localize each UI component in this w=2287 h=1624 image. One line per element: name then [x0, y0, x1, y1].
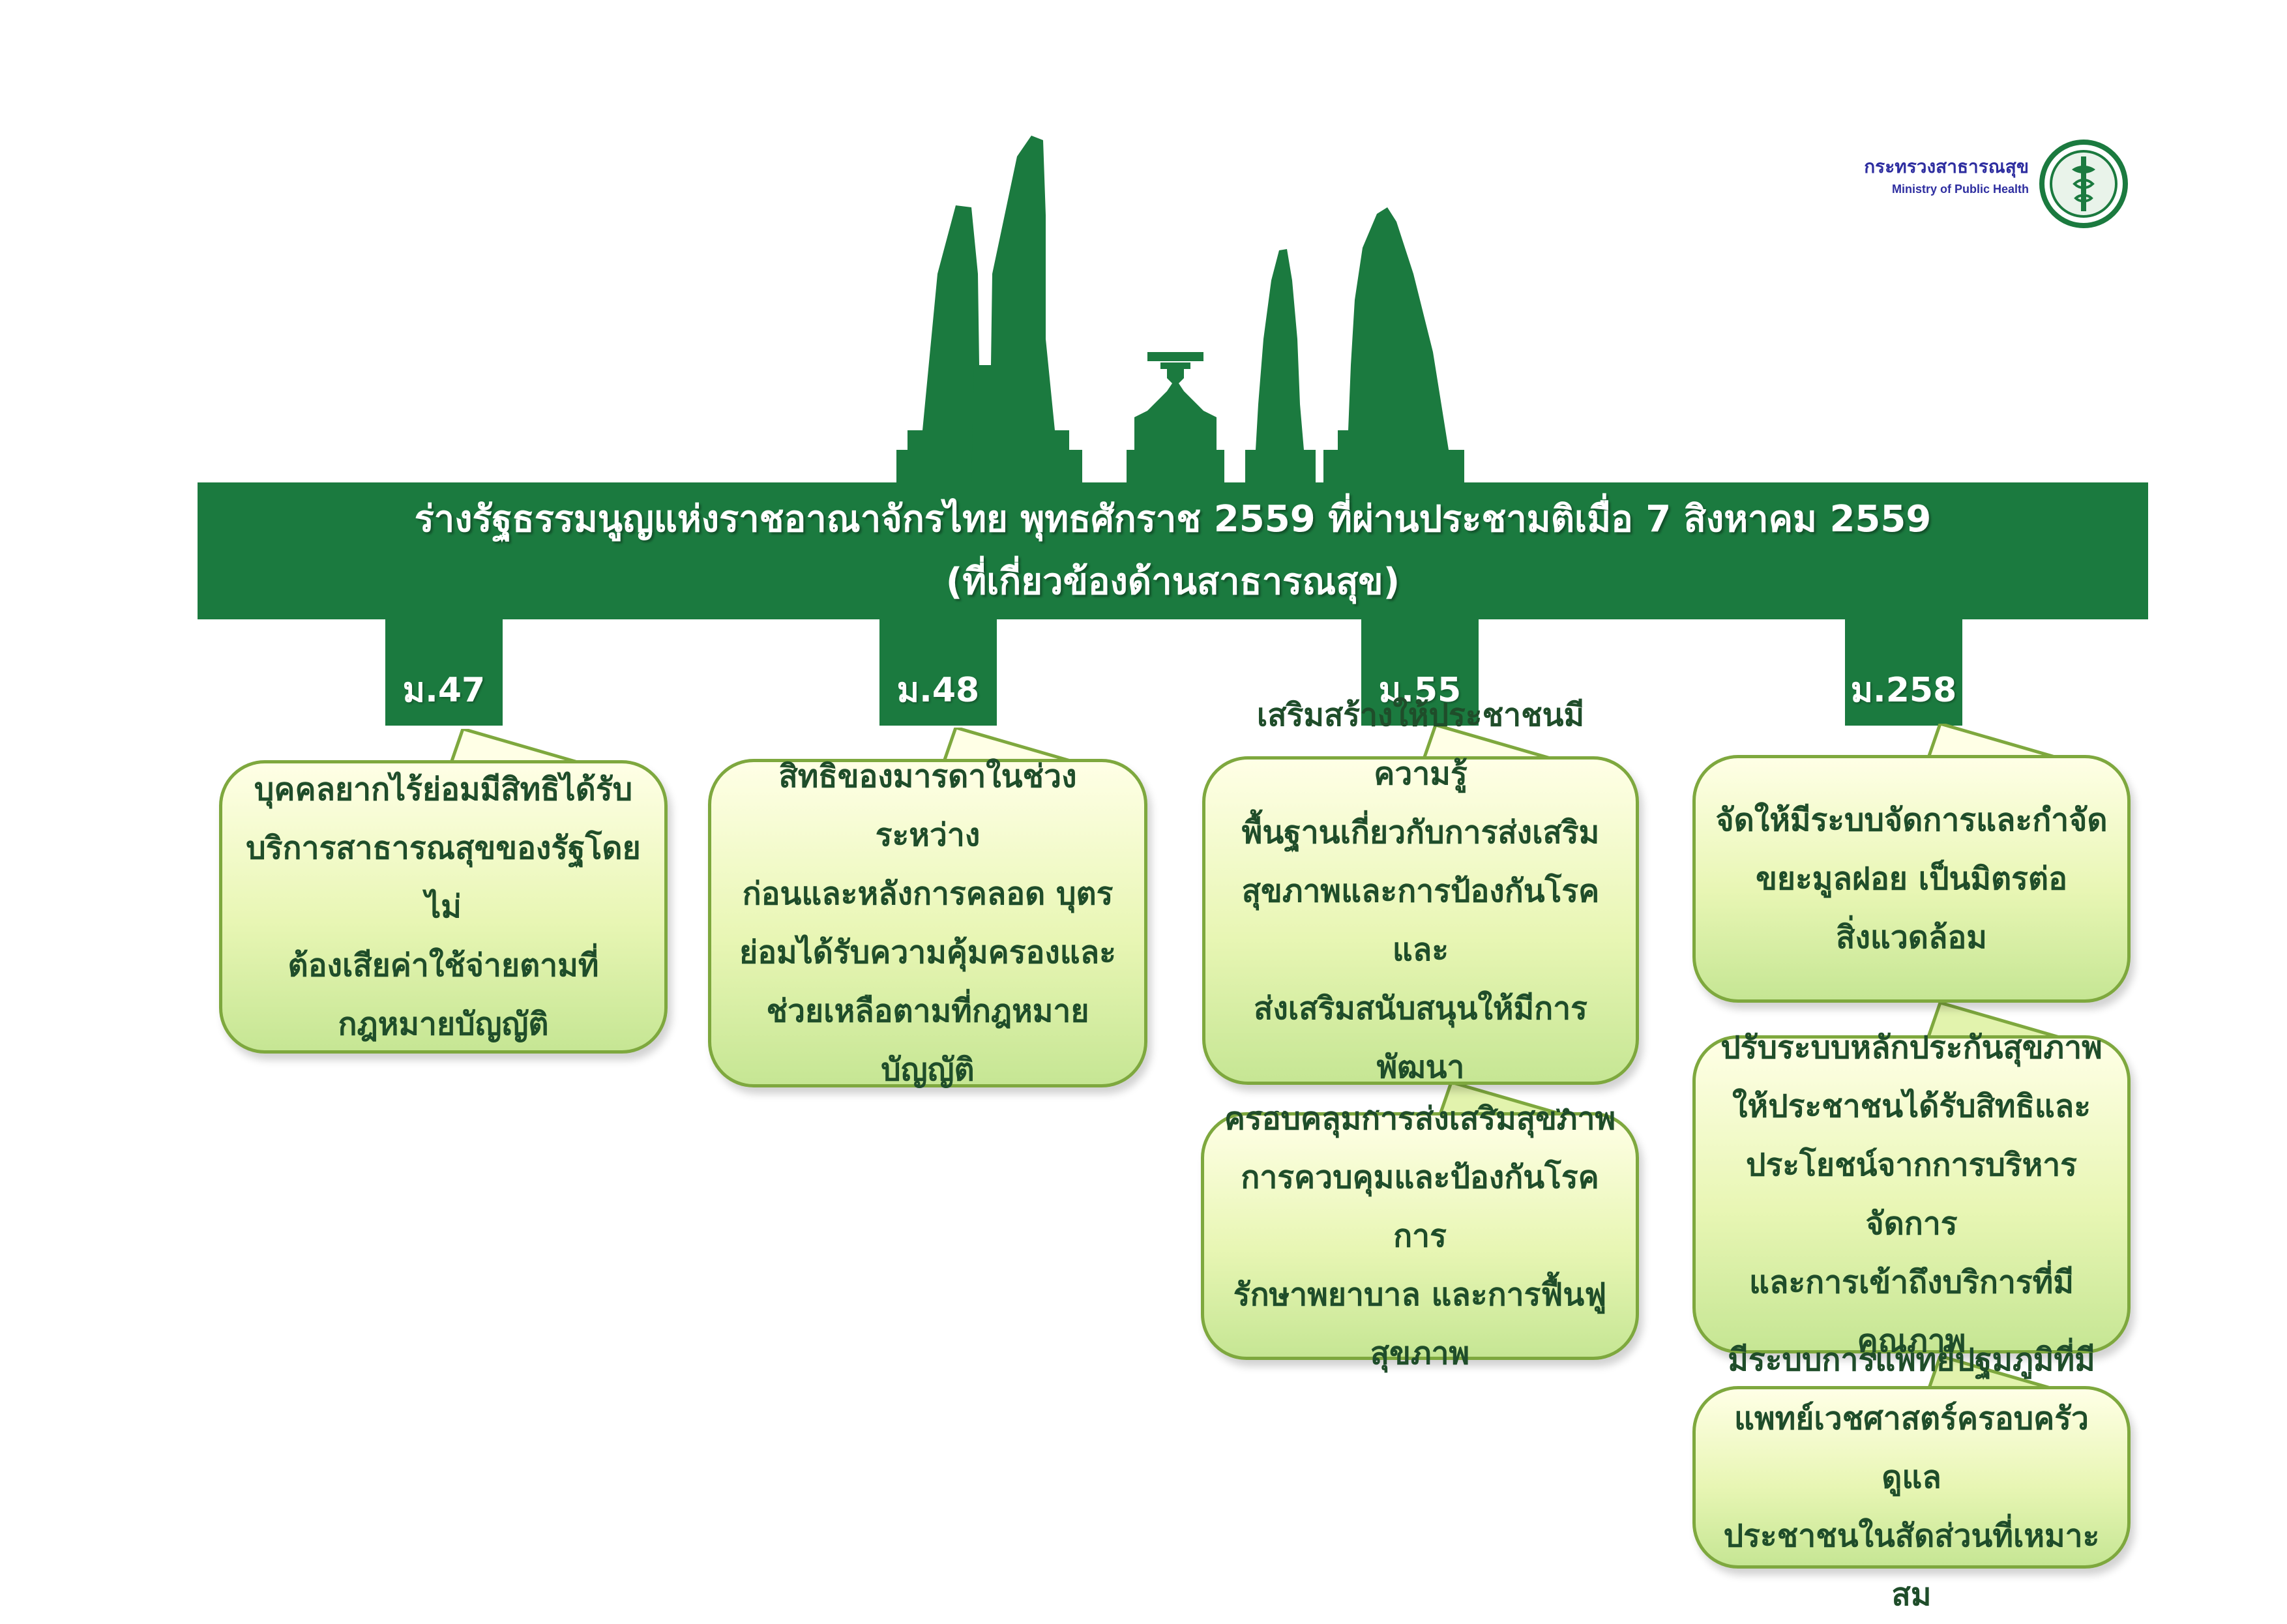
callout-text: บุคคลยากไร้ย่อมมีสิทธิได้รับ บริการสาธาร…: [239, 760, 647, 1054]
callout-box-m55-2: ครอบคลุมการส่งเสริมสุขภาพ การควบคุมและป้…: [1201, 1112, 1639, 1360]
callout-box-m258-3: มีระบบการแพทย์ปฐมภูมิที่มี แพทย์เวชศาสตร…: [1692, 1386, 2131, 1569]
callout-text: สิทธิของมารดาในช่วงระหว่าง ก่อนและหลังกา…: [728, 747, 1127, 1099]
callout-line: มีระบบการแพทย์ปฐมภูมิที่มี: [1713, 1331, 2110, 1389]
callout-line: บัญญัติ: [728, 1041, 1127, 1099]
callout-line: ย่อมได้รับความคุ้มครองและ: [728, 923, 1127, 982]
callout-text: ปรับระบบหลักประกันสุขภาพ ให้ประชาชนได้รั…: [1713, 1018, 2110, 1370]
callout-line: บริการสาธารณสุขของรัฐโดยไม่: [239, 819, 647, 936]
callout-line: สิทธิของมารดาในช่วงระหว่าง: [728, 747, 1127, 864]
callout-line: ครอบคลุมการส่งเสริมสุขภาพ: [1221, 1089, 1619, 1148]
callout-line: ประชาชนในสัดส่วนที่เหมาะสม: [1713, 1507, 2110, 1624]
callout-box-m55-1: เสริมสร้างให้ประชาชนมีความรู้ พื้นฐานเกี…: [1202, 756, 1639, 1085]
callout-line: กฎหมายบัญญัติ: [239, 995, 647, 1054]
ministry-name-thai: กระทรวงสาธารณสุข: [1825, 154, 2029, 180]
callout-box-m258-2: ปรับระบบหลักประกันสุขภาพ ให้ประชาชนได้รั…: [1692, 1035, 2131, 1353]
callout-line: และการเข้าถึงบริการที่มี: [1713, 1253, 2110, 1312]
constitution-banner: ร่างรัฐธรรมนูญแห่งราชอาณาจักรไทย พุทธศัก…: [198, 482, 2148, 619]
callout-box-m48: สิทธิของมารดาในช่วงระหว่าง ก่อนและหลังกา…: [708, 759, 1147, 1087]
callout-line: แพทย์เวชศาสตร์ครอบครัวดูแล: [1713, 1389, 2110, 1507]
ministry-name-english: Ministry of Public Health: [1825, 180, 2029, 198]
callout-line: ให้ประชาชนได้รับสิทธิและ: [1713, 1077, 2110, 1136]
callout-line: สิ่งแวดล้อม: [1715, 908, 2107, 967]
callout-line: ต้องเสียค่าใช้จ่ายตามที่: [239, 936, 647, 995]
callout-line: ประโยชน์จากการบริหารจัดการ: [1713, 1136, 2110, 1253]
callout-line: จัดให้มีระบบจัดการและกำจัด: [1715, 791, 2107, 849]
democracy-monument-icon: [0, 0, 2287, 495]
callout-line: ช่วยเหลือตามที่กฎหมาย: [728, 982, 1127, 1041]
ministry-emblem-icon: [2038, 138, 2129, 229]
callout-box-m258-1: จัดให้มีระบบจัดการและกำจัด ขยะมูลฝอย เป็…: [1692, 755, 2131, 1003]
article-tab-258: ม.258: [1845, 616, 1962, 726]
callout-line: รักษาพยาบาล และการฟื้นฟู: [1221, 1265, 1619, 1324]
banner-subtitle: (ที่เกี่ยวข้องด้านสาธารณสุข): [946, 551, 1400, 613]
article-tab-48: ม.48: [879, 616, 997, 726]
banner-title: ร่างรัฐธรรมนูญแห่งราชอาณาจักรไทย พุทธศัก…: [415, 488, 1932, 551]
callout-text: ครอบคลุมการส่งเสริมสุขภาพ การควบคุมและป้…: [1221, 1089, 1619, 1383]
callout-line: บุคคลยากไร้ย่อมมีสิทธิได้รับ: [239, 760, 647, 819]
callout-line: ปรับระบบหลักประกันสุขภาพ: [1713, 1018, 2110, 1077]
article-tab-47: ม.47: [385, 616, 503, 726]
callout-line: เสริมสร้างให้ประชาชนมีความรู้: [1222, 686, 1619, 803]
callout-line: การควบคุมและป้องกันโรค การ: [1221, 1148, 1619, 1265]
callout-line: พื้นฐานเกี่ยวกับการส่งเสริม: [1222, 803, 1619, 862]
callout-line: สุขภาพและการป้องกันโรค และ: [1222, 862, 1619, 979]
callout-box-m47: บุคคลยากไร้ย่อมมีสิทธิได้รับ บริการสาธาร…: [219, 760, 668, 1054]
ministry-logo-text: กระทรวงสาธารณสุข Ministry of Public Heal…: [1825, 154, 2029, 198]
callout-line: ส่งเสริมสนับสนุนให้มีการพัฒนา: [1222, 979, 1619, 1097]
callout-text: เสริมสร้างให้ประชาชนมีความรู้ พื้นฐานเกี…: [1222, 686, 1619, 1155]
callout-text: มีระบบการแพทย์ปฐมภูมิที่มี แพทย์เวชศาสตร…: [1713, 1331, 2110, 1624]
callout-line: สุขภาพ: [1221, 1324, 1619, 1383]
callout-line: ก่อนและหลังการคลอด บุตร: [728, 864, 1127, 923]
callout-line: ขยะมูลฝอย เป็นมิตรต่อ: [1715, 849, 2107, 908]
callout-text: จัดให้มีระบบจัดการและกำจัด ขยะมูลฝอย เป็…: [1715, 791, 2107, 967]
